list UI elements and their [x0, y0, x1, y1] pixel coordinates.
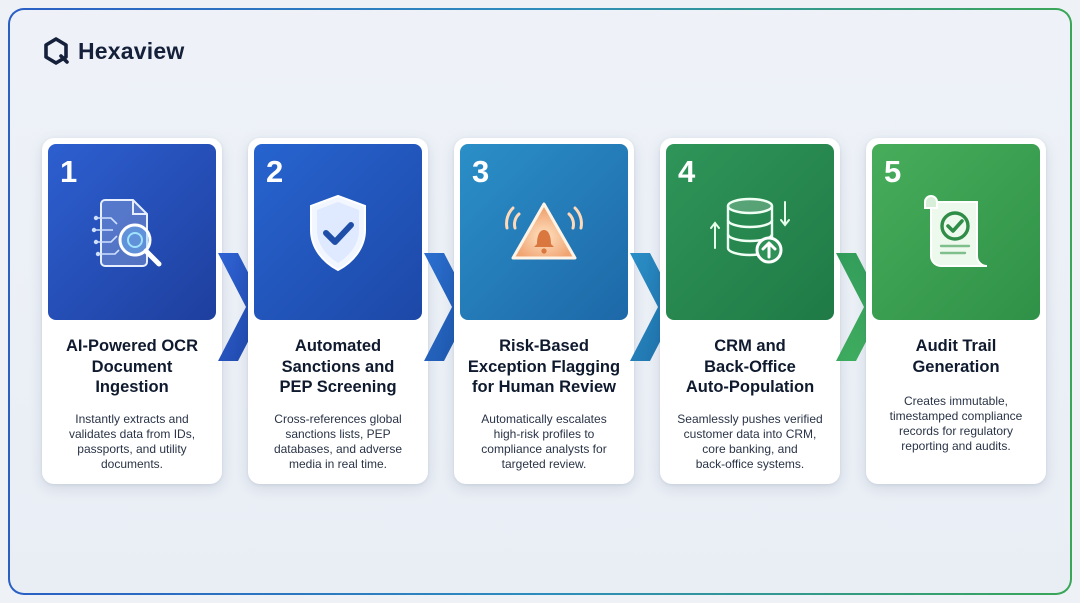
step-3-title-line: Exception Flagging: [467, 357, 621, 376]
step-2-title-line: Sanctions and: [281, 357, 395, 376]
step-5-desc-line: Creates immutable,: [903, 394, 1009, 408]
step-3-number: 3: [472, 154, 490, 189]
step-3-banner: 3: [460, 144, 628, 320]
step-2-banner: 2: [254, 144, 422, 320]
step-1-desc-line: passports, and utility: [77, 442, 187, 456]
step-2-title: Automated Sanctions and PEP Screening: [252, 336, 424, 398]
step-card-1: 1 AI-Powered OCR Document Ingestion Inst…: [42, 138, 222, 484]
step-5-desc-line: reporting and audits.: [901, 439, 1011, 453]
shield-check-icon: [310, 194, 366, 272]
step-4-description: Seamlessly pushes verified customer data…: [668, 412, 832, 472]
step-2-desc-line: Cross-references global: [274, 412, 402, 426]
step-1-desc-line: documents.: [100, 457, 164, 471]
hexagon-logo-icon: [44, 37, 69, 65]
step-1-number: 1: [60, 154, 78, 189]
step-5-title: Audit Trail Generation: [870, 336, 1042, 377]
step-3-title-line: for Human Review: [472, 378, 616, 396]
step-4-desc-line: Seamlessly pushes verified: [677, 412, 823, 426]
step-2-desc-line: sanctions lists, PEP: [285, 427, 391, 441]
step-4-title-line: CRM and: [714, 337, 786, 355]
step-4-number: 4: [678, 154, 696, 189]
step-3-desc-line: targeted review.: [501, 457, 587, 471]
step-4-banner: 4: [666, 144, 834, 320]
step-4-desc-line: core banking, and: [702, 442, 798, 456]
warning-bell-icon: [505, 202, 583, 260]
canvas: Hexaview 1 AI-Powered OCR Document Inges…: [10, 10, 1070, 593]
brand-logo: Hexaview: [40, 35, 184, 67]
step-5-description: Creates immutable, timestamped complianc…: [874, 394, 1038, 454]
page-frame: Hexaview 1 AI-Powered OCR Document Inges…: [8, 8, 1072, 595]
step-1-title-line: Ingestion: [95, 378, 169, 396]
step-5-title-line: Generation: [912, 357, 1000, 376]
step-1-desc-line: validates data from IDs,: [68, 427, 196, 441]
step-4-desc-line: customer data into CRM,: [683, 427, 817, 441]
step-2-description: Cross-references global sanctions lists,…: [256, 412, 420, 472]
step-4-desc-line: back-office systems.: [695, 457, 805, 471]
step-3-title-line: Risk-Based: [499, 337, 589, 355]
scroll-check-icon: [924, 195, 988, 267]
step-5-desc-line: timestamped compliance: [889, 409, 1023, 423]
step-3-description: Automatically escalates high-risk profil…: [462, 412, 626, 472]
step-2-title-line: Automated: [294, 337, 382, 355]
step-5-number: 5: [884, 154, 902, 189]
brand-name: Hexaview: [78, 37, 185, 64]
step-1-title: AI-Powered OCR Document Ingestion: [46, 336, 218, 398]
step-3-desc-line: high-risk profiles to: [493, 427, 595, 441]
step-5-title-line: Audit Trail: [915, 337, 997, 355]
step-card-4: 4 CRM and Back-Office Auto-Population: [660, 138, 840, 484]
step-2-number: 2: [266, 154, 284, 189]
step-3-desc-line: Automatically escalates: [481, 412, 607, 426]
step-3-title: Risk-Based Exception Flagging for Human …: [458, 336, 630, 398]
step-card-3: 3 Risk-Based Exception Flagging for Huma…: [454, 138, 634, 484]
step-4-title: CRM and Back-Office Auto-Population: [664, 336, 836, 398]
document-scan-icon: [91, 199, 162, 267]
database-sync-icon: [710, 197, 790, 264]
step-2-desc-line: media in real time.: [288, 457, 388, 471]
step-card-5: 5 Audit Trail Generation Creates immutab…: [866, 138, 1046, 484]
step-2-title-line: PEP Screening: [279, 378, 397, 396]
step-5-banner: 5: [872, 144, 1040, 320]
step-4-title-line: Auto-Population: [685, 378, 815, 396]
step-3-desc-line: compliance analysts for: [481, 442, 607, 456]
step-2-desc-line: databases, and adverse: [273, 442, 403, 456]
step-5-desc-line: records for regulatory: [898, 424, 1014, 438]
step-1-desc-line: Instantly extracts and: [75, 412, 189, 426]
step-1-banner: 1: [48, 144, 216, 320]
step-1-title-line: Document: [91, 357, 173, 376]
step-1-description: Instantly extracts and validates data fr…: [50, 412, 214, 472]
step-1-title-line: AI-Powered OCR: [65, 337, 199, 355]
step-4-title-line: Back-Office: [704, 357, 796, 376]
step-card-2: 2 Automated Sanctions and PEP Screening …: [248, 138, 428, 484]
